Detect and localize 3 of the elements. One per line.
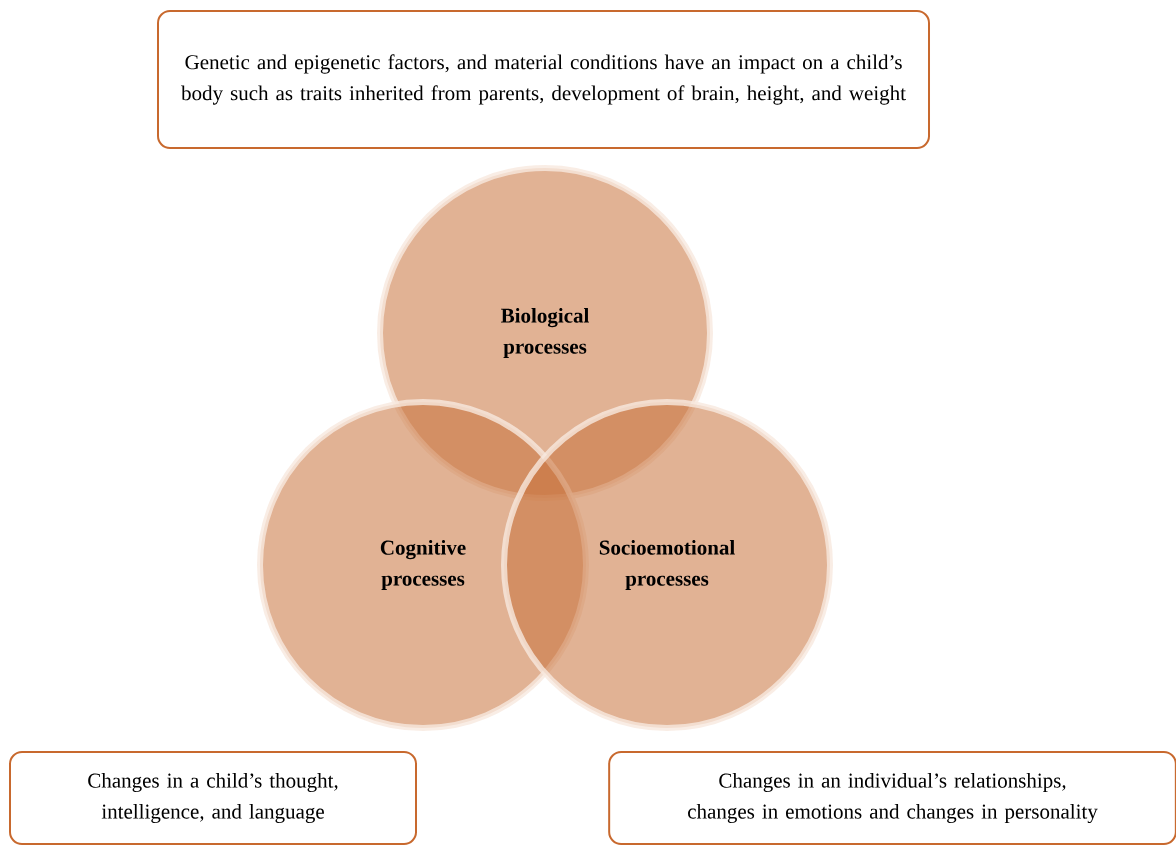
text-box: Changes in a child’s thought, intelligence, and language <box>9 751 417 845</box>
text-box: Genetic and epigenetic factors, and material conditions have an impact on a child’s body such as traits inherited from parents, development of brain, height, and weight <box>157 10 930 149</box>
text-box: Changes in an individual’s relationships, changes in emotions and changes in personality <box>608 751 1176 845</box>
